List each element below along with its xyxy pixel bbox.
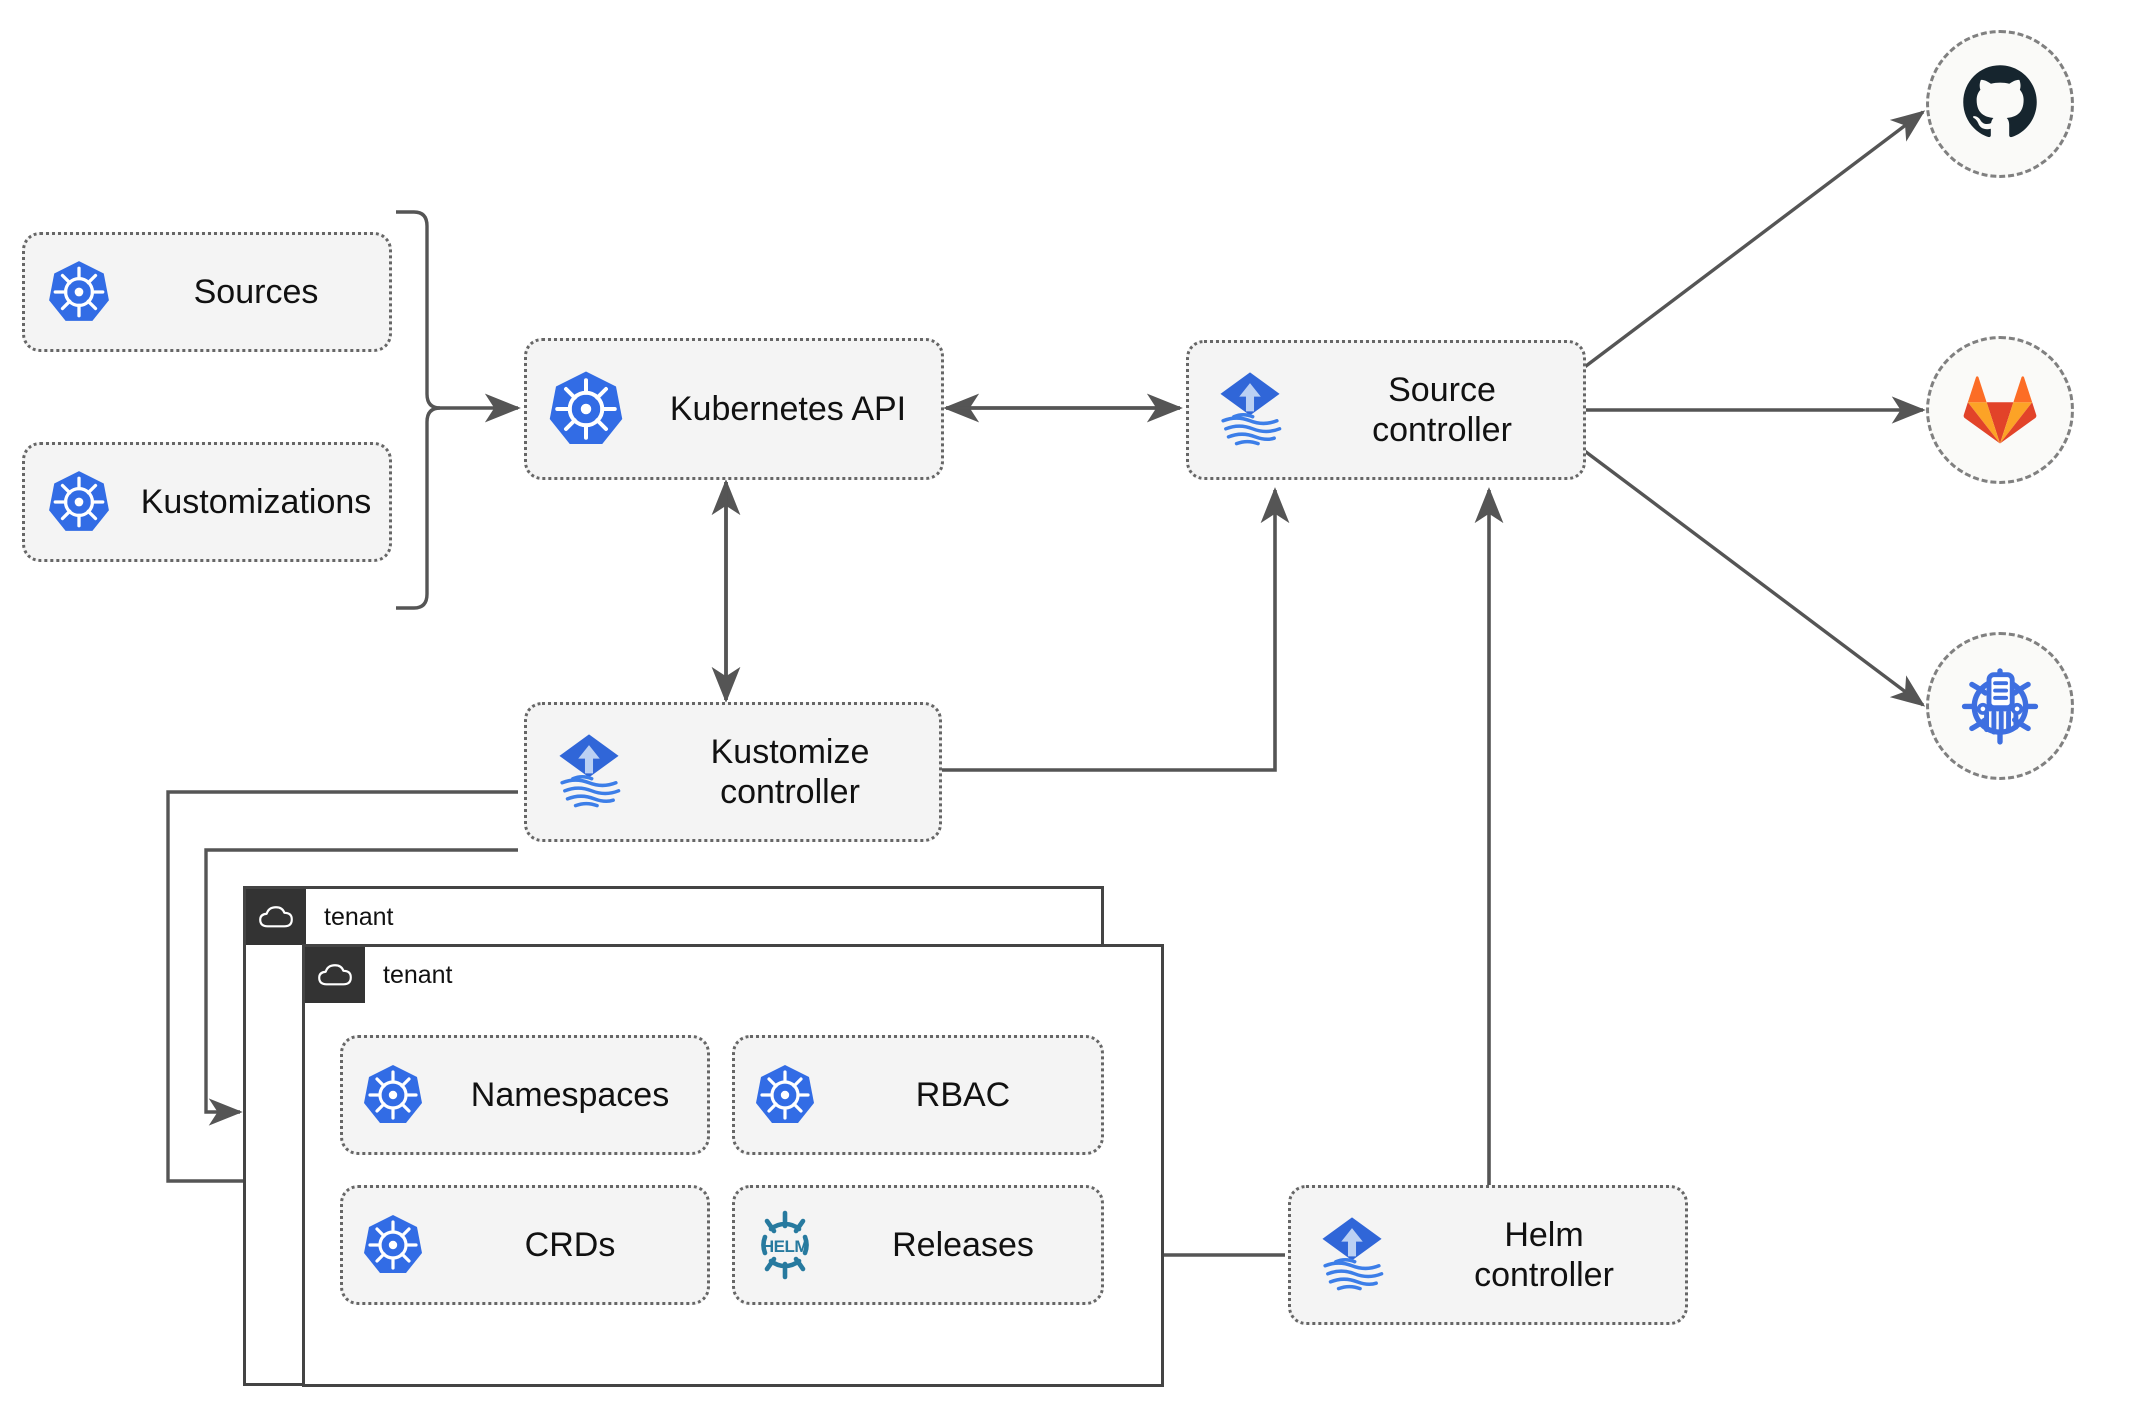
provider-gitlab[interactable]: gitlab: [1926, 336, 2074, 484]
node-kustomize-controller-label: Kustomize controller: [710, 732, 870, 811]
kubernetes-icon: [343, 1063, 443, 1127]
wire-source-controller-to-oci-registry: [1576, 444, 1926, 707]
cloud-icon: [305, 947, 365, 1003]
tenant-name-label: tenant: [324, 902, 394, 931]
wire-sources-group-bracket: [396, 210, 441, 610]
svg-text:HELM: HELM: [762, 1237, 809, 1256]
wire-kustomize-controller-to-source-controller: [938, 487, 1290, 772]
kubernetes-icon: [343, 1213, 443, 1277]
node-crds-label: CRDs: [524, 1225, 616, 1264]
node-releases[interactable]: HELM Releases: [732, 1185, 1104, 1305]
github-icon: [1958, 60, 2042, 149]
kubernetes-icon: [25, 469, 133, 535]
node-sources-label: Sources: [193, 272, 319, 311]
helm-icon: HELM: [735, 1209, 835, 1281]
node-rbac-label: RBAC: [915, 1075, 1011, 1114]
node-helm-controller-label: Helm controller: [1474, 1215, 1614, 1294]
wire-source-controller-to-github: [1576, 110, 1926, 374]
tenant-header: tenant: [246, 889, 394, 945]
provider-oci-registry[interactable]: oci-registry: [1926, 632, 2074, 780]
node-helm-controller[interactable]: Helm controller: [1288, 1185, 1688, 1325]
node-kubernetes-api-label: Kubernetes API: [669, 389, 907, 428]
node-source-controller-label: Source controller: [1372, 370, 1512, 449]
tenant-name-label: tenant: [383, 960, 453, 989]
node-releases-label: Releases: [892, 1225, 1034, 1264]
kubernetes-icon: [25, 259, 133, 325]
flux-icon: [1189, 367, 1311, 453]
node-rbac[interactable]: RBAC: [732, 1035, 1104, 1155]
flux-icon: [527, 729, 651, 815]
tenant-frame-inner[interactable]: tenant: [302, 944, 1164, 1387]
node-sources[interactable]: Sources: [22, 232, 392, 352]
cloud-icon: [246, 889, 306, 945]
node-kustomizations-label: Kustomizations: [140, 482, 372, 521]
node-kubernetes-api[interactable]: Kubernetes API: [524, 338, 944, 480]
node-kustomizations[interactable]: Kustomizations: [22, 442, 392, 562]
flux-icon: [1291, 1212, 1413, 1298]
provider-github[interactable]: github: [1926, 30, 2074, 178]
tenant-header: tenant: [305, 947, 453, 1003]
node-namespaces-label: Namespaces: [470, 1075, 670, 1114]
kubernetes-icon: [735, 1063, 835, 1127]
node-kustomize-controller[interactable]: Kustomize controller: [524, 702, 942, 842]
gitlab-icon: [1958, 368, 2042, 453]
kubernetes-icon: [527, 369, 645, 449]
node-namespaces[interactable]: Namespaces: [340, 1035, 710, 1155]
node-crds[interactable]: CRDs: [340, 1185, 710, 1305]
node-source-controller[interactable]: Source controller: [1186, 340, 1586, 480]
oci-registry-icon: [1956, 660, 2044, 753]
